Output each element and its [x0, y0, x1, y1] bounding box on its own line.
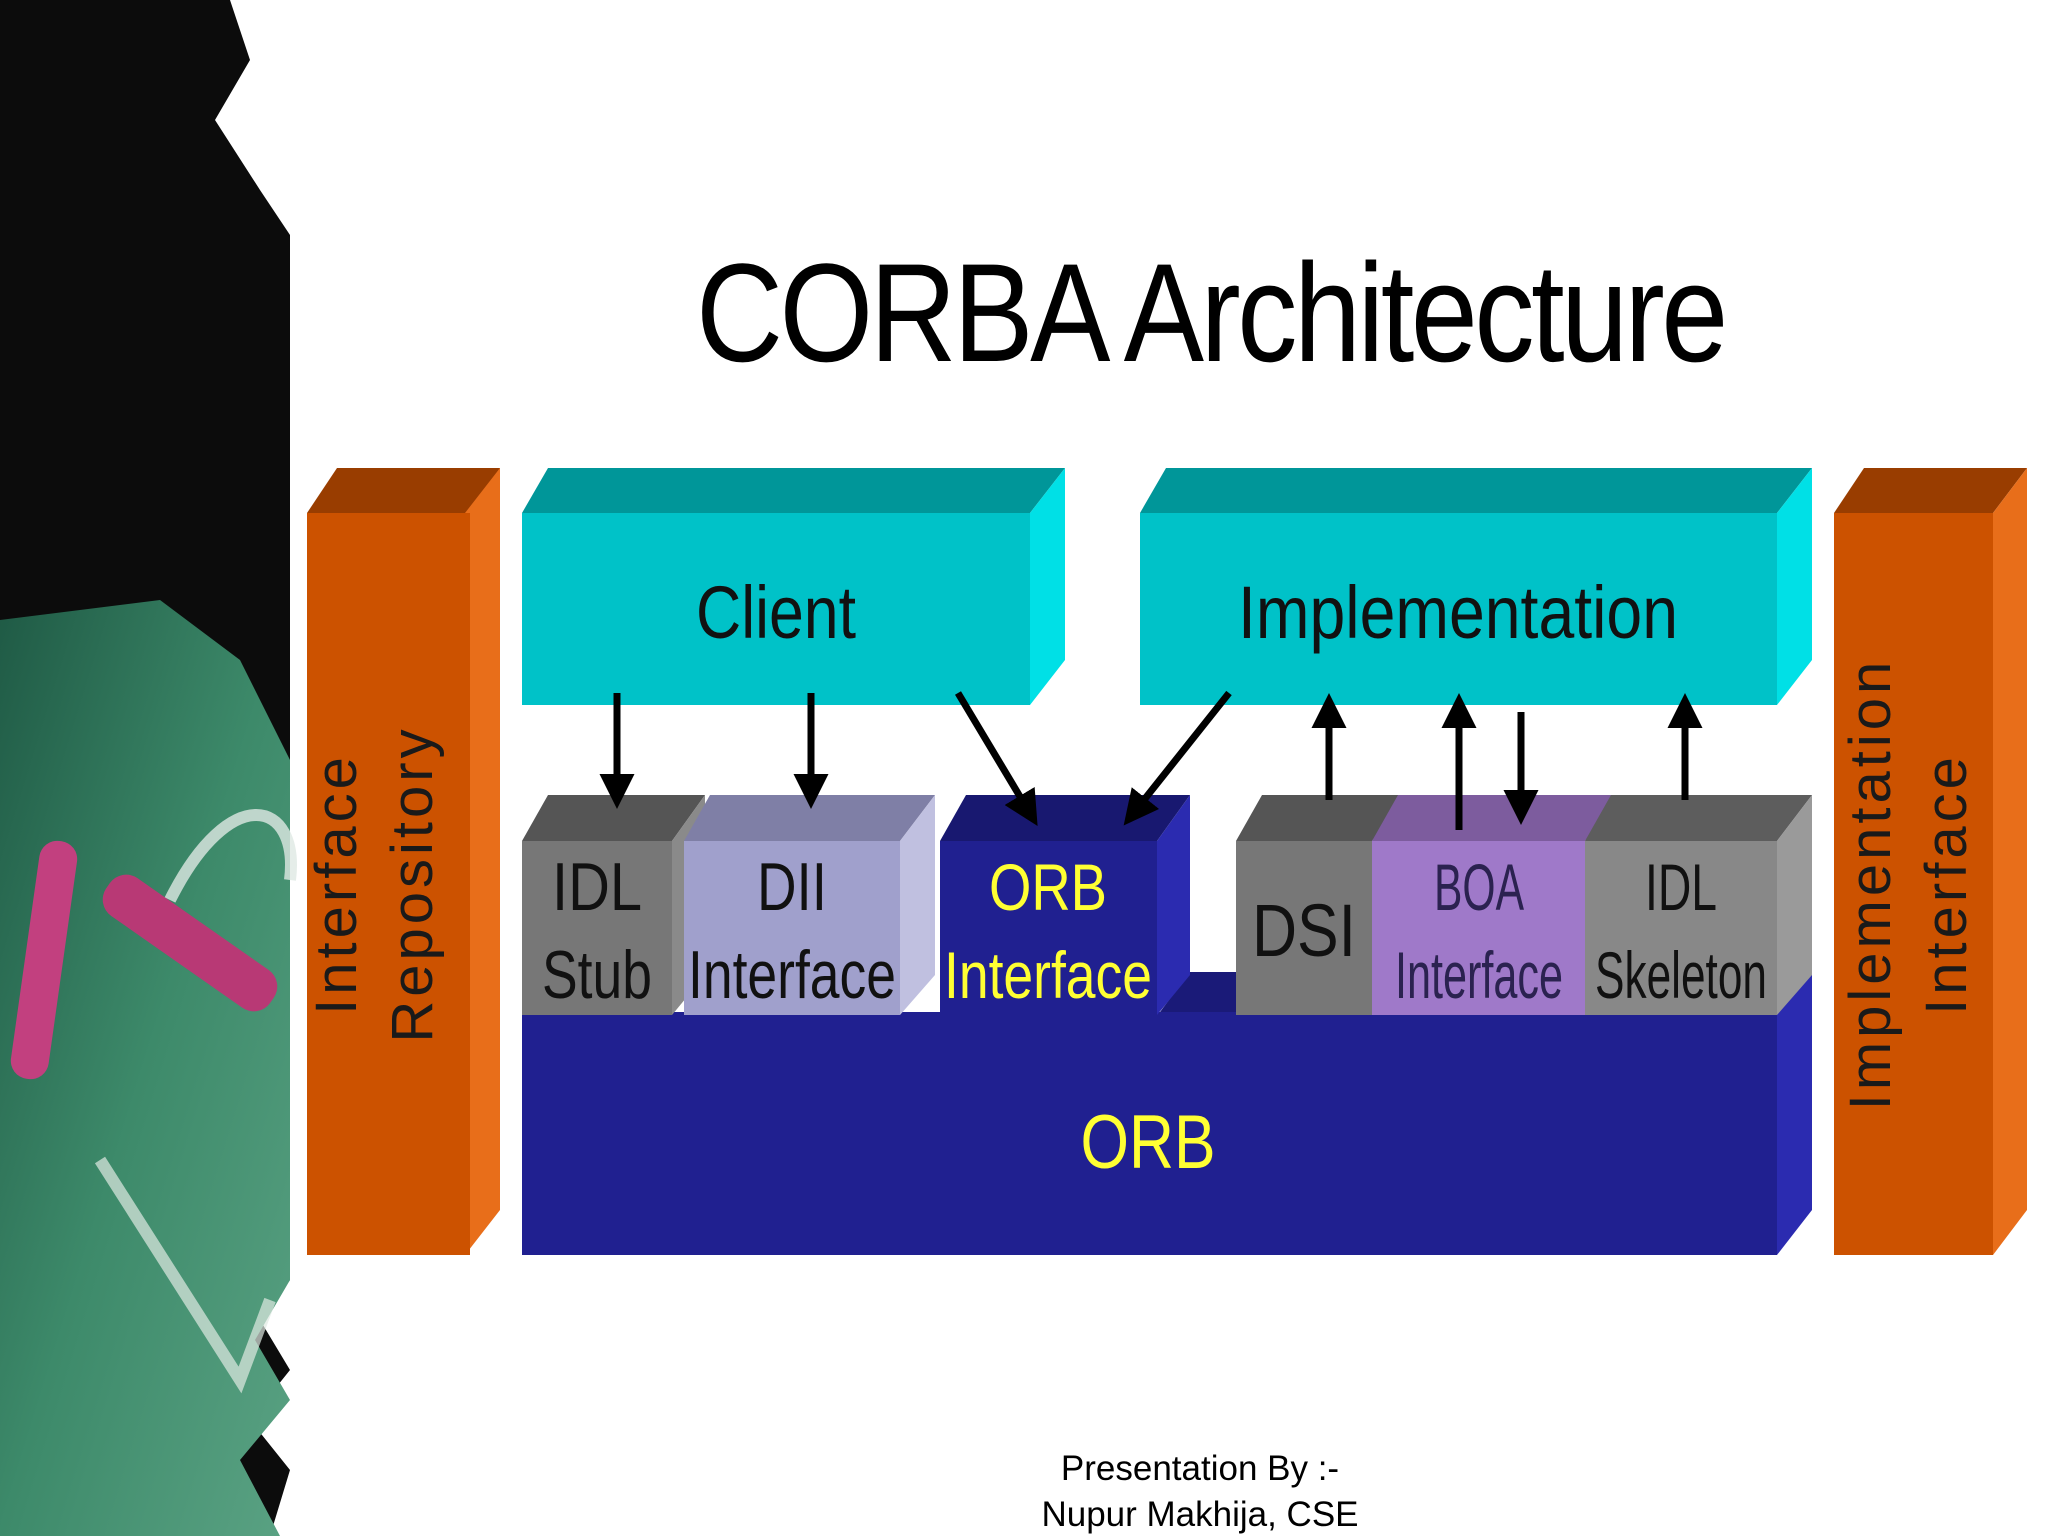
boa-line2: Interface: [1395, 938, 1563, 1012]
arrows: [599, 690, 1703, 830]
interface-repository-line1: Interface: [304, 753, 369, 1015]
orb-interface-line2: Interface: [944, 938, 1152, 1012]
client-label: Client: [696, 571, 856, 654]
implementation-box: Implementation: [1140, 468, 1812, 705]
interface-repository-pillar: Interface Repository: [304, 468, 500, 1255]
orb-interface-line1: ORB: [989, 850, 1107, 924]
idl-skeleton-line1: IDL: [1645, 850, 1717, 924]
boa-line1: BOA: [1434, 850, 1524, 924]
client-box: Client: [522, 468, 1065, 705]
implementation-interface-line2: Interface: [1914, 753, 1979, 1015]
arrow-implementation-to-orb-interface: [1123, 690, 1232, 826]
arrow-client-to-orb-interface: [954, 691, 1038, 827]
boa-interface-box: BOA Interface: [1372, 795, 1620, 1015]
idl-stub-line2: Stub: [542, 937, 652, 1013]
credits-line1: Presentation By :-: [1060, 1449, 1340, 1488]
presentation-credits: Presentation By :- Nupur Makhija, CSE: [940, 1446, 1460, 1538]
orb-label: ORB: [1081, 1100, 1216, 1185]
interface-repository-line2: Repository: [380, 725, 445, 1042]
idl-skeleton-line2: Skeleton: [1595, 938, 1767, 1012]
dii-interface-box: DII Interface: [684, 795, 935, 1015]
dii-line2: Interface: [688, 937, 896, 1013]
implementation-interface-line1: Implementation: [1838, 658, 1903, 1111]
chalk-icon: [10, 840, 278, 1080]
credits-line2: Nupur Makhija, CSE: [1041, 1495, 1359, 1534]
orb-interface-box: ORB Interface: [940, 795, 1190, 1015]
idl-stub-box: IDL Stub: [522, 795, 705, 1015]
implementation-label: Implementation: [1238, 571, 1678, 654]
implementation-interface-pillar: Implementation Interface: [1834, 468, 2027, 1255]
page-title: CORBA Architecture: [696, 234, 1728, 391]
idl-stub-line1: IDL: [552, 849, 642, 925]
dsi-label: DSI: [1252, 889, 1356, 972]
idl-skeleton-box: IDL Skeleton: [1585, 795, 1812, 1015]
chalkboard-decoration: [0, 0, 297, 1536]
dii-line1: DII: [757, 849, 827, 925]
dsi-box: DSI: [1236, 795, 1405, 1015]
